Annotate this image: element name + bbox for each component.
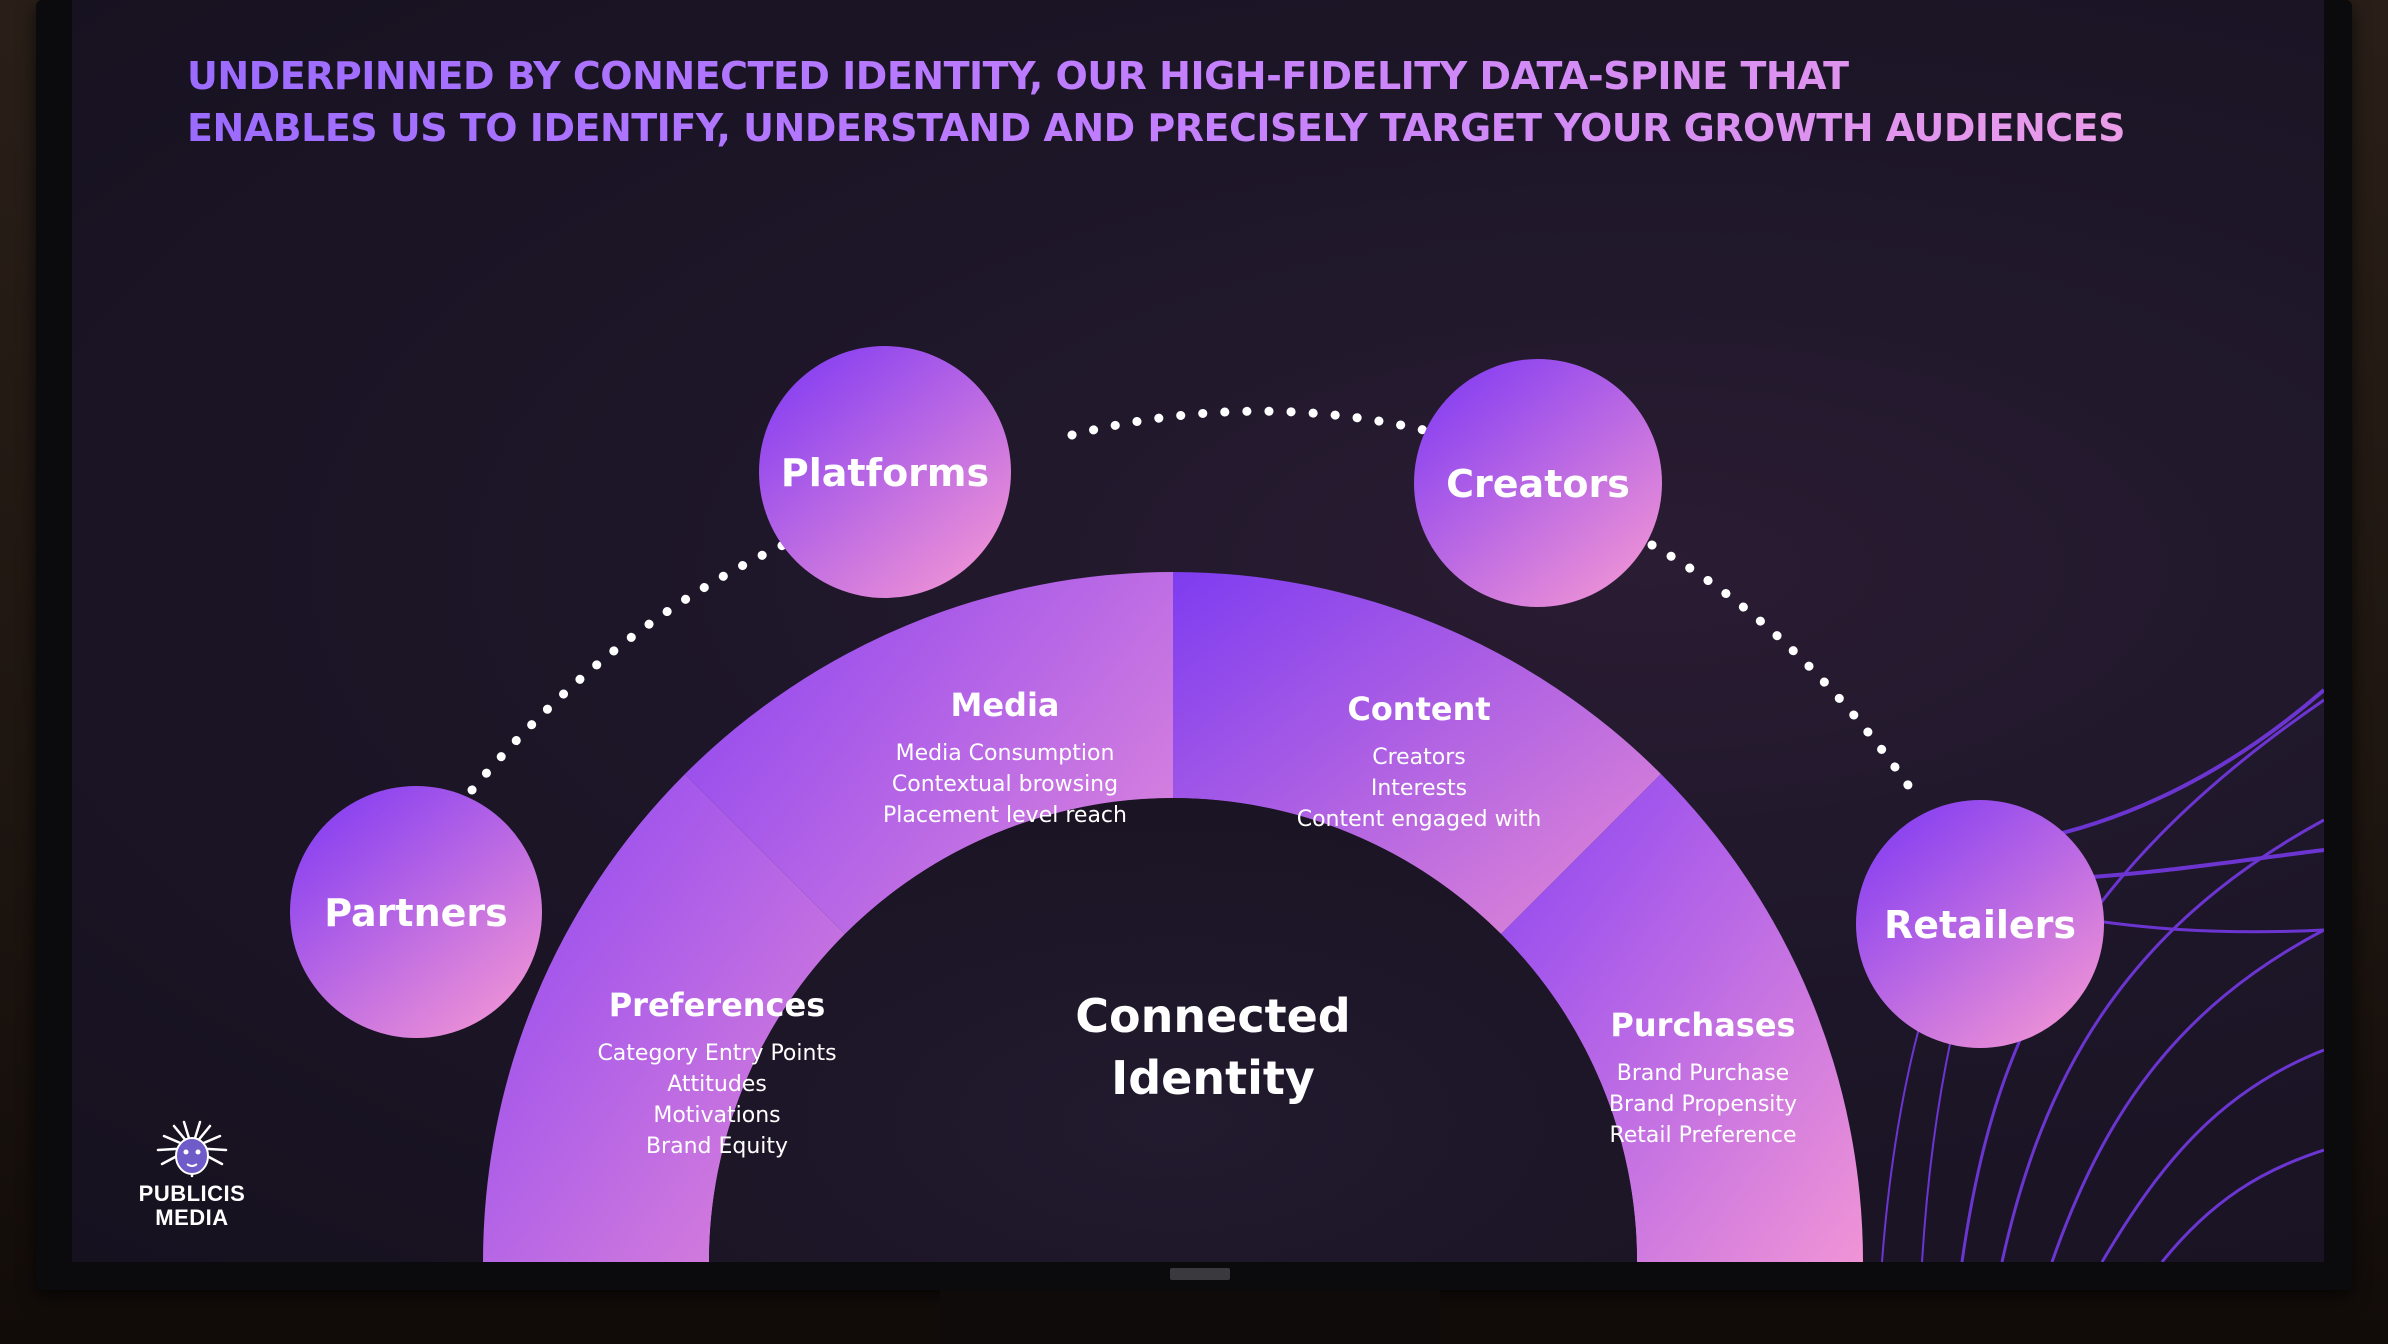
decorative-lines bbox=[1881, 688, 2324, 1262]
tv-stand bbox=[940, 1290, 1440, 1344]
node-creators: Creators bbox=[1414, 359, 1662, 607]
node-partners-label: Partners bbox=[324, 891, 508, 935]
segment-media-item: Placement level reach bbox=[883, 803, 1127, 828]
node-platforms-label: Platforms bbox=[781, 451, 989, 495]
segment-media-item: Media Consumption bbox=[896, 741, 1115, 766]
segment-preferences-item: Brand Equity bbox=[646, 1134, 788, 1159]
node-retailers-circle bbox=[1856, 800, 2104, 1048]
segment-content-item: Content engaged with bbox=[1297, 807, 1542, 832]
center-label-line-1: Connected bbox=[1075, 989, 1350, 1043]
connector-platforms-creators bbox=[1067, 406, 1467, 445]
segment-purchases-title: Purchases bbox=[1610, 1006, 1795, 1044]
segment-preferences-item: Motivations bbox=[653, 1103, 780, 1128]
segment-preferences-item: Category Entry Points bbox=[597, 1041, 836, 1066]
connector-creators-retailers bbox=[1647, 540, 1922, 803]
segment-purchases-item: Brand Purchase bbox=[1617, 1061, 1789, 1086]
lion-icon bbox=[156, 1120, 228, 1178]
segment-purchases-item: Brand Propensity bbox=[1609, 1092, 1797, 1117]
segment-preferences-shape bbox=[482, 774, 845, 1262]
logo-line-1: PUBLICIS bbox=[138, 1181, 246, 1206]
identity-arc bbox=[482, 571, 1863, 1262]
segment-purchases-shape bbox=[1501, 774, 1863, 1262]
node-partners-circle bbox=[290, 786, 542, 1038]
segment-purchases-item: Retail Preference bbox=[1609, 1123, 1796, 1148]
segment-preferences-title: Preferences bbox=[609, 986, 826, 1024]
segment-media-shape bbox=[685, 572, 1173, 934]
node-platforms-circle bbox=[759, 346, 1011, 598]
connected-identity-diagram: Preferences Category Entry Points Attitu… bbox=[290, 346, 2324, 1262]
segment-media-title: Media bbox=[950, 686, 1059, 724]
publicis-media-logo: PUBLICIS MEDIA bbox=[122, 1118, 262, 1230]
node-creators-circle bbox=[1414, 359, 1662, 607]
node-platforms: Platforms bbox=[759, 346, 1011, 598]
segment-content-item: Interests bbox=[1371, 776, 1467, 801]
center-hole bbox=[709, 798, 1637, 1262]
logo-line-2: MEDIA bbox=[155, 1205, 229, 1230]
segment-media-item: Contextual browsing bbox=[892, 772, 1118, 797]
segment-preferences-item: Attitudes bbox=[667, 1072, 767, 1097]
node-creators-label: Creators bbox=[1446, 462, 1630, 506]
segment-content-item: Creators bbox=[1372, 745, 1466, 770]
node-partners: Partners bbox=[290, 786, 542, 1038]
node-retailers: Retailers bbox=[1856, 800, 2104, 1048]
tv-brand-strip bbox=[1170, 1268, 1230, 1280]
node-retailers-label: Retailers bbox=[1884, 903, 2076, 947]
segment-content-shape bbox=[1173, 571, 1661, 934]
tv-screen: UNDERPINNED BY CONNECTED IDENTITY, OUR H… bbox=[72, 0, 2324, 1262]
segment-content-title: Content bbox=[1347, 690, 1490, 728]
center-label-line-2: Identity bbox=[1111, 1051, 1315, 1105]
